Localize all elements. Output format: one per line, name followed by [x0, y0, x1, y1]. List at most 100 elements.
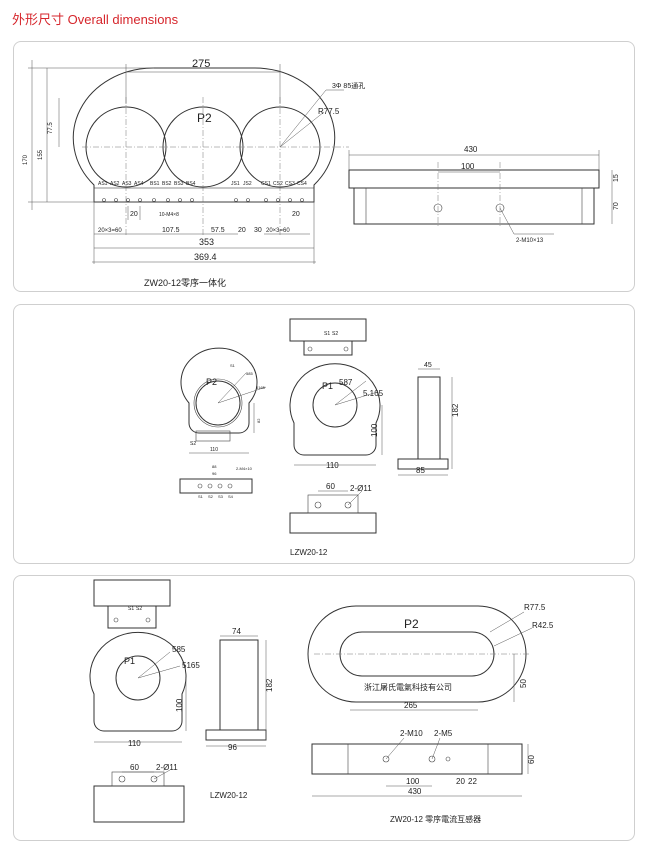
terminal-bs3: BS3 [174, 181, 184, 187]
terminal-strip [93, 187, 315, 203]
dim-353: 353 [199, 237, 214, 247]
bar-430: 430 [408, 787, 422, 796]
side-base [397, 458, 449, 470]
terminal-bs1: BS1 [150, 181, 160, 187]
caption-lzw20: LZW20-12 [290, 548, 328, 557]
dim-20x3-left: 20×3=60 [98, 228, 122, 234]
dim-20-c: 20 [292, 211, 300, 218]
hole-note: 3Φ 85通孔 [332, 81, 365, 90]
p3-p1-label: P1 [124, 656, 135, 666]
bar-body [311, 743, 523, 775]
side-view-body [353, 187, 595, 225]
small-s2: S2 [190, 441, 196, 447]
p3-side-74: 74 [232, 627, 241, 636]
p3-top-terminal-box [93, 579, 171, 607]
terminal-as1: AS1 [98, 181, 108, 187]
radius-r775: R77.5 [318, 107, 340, 116]
dim-575: 57.5 [211, 227, 225, 234]
top-s2: S2 [332, 331, 338, 337]
p1-body [289, 363, 381, 456]
side-upright [417, 376, 441, 460]
label-p2: P2 [197, 111, 212, 125]
small-s1: S1 [230, 363, 236, 368]
bar-m10: 2-M10 [400, 729, 423, 738]
base-holes: 2-Ø11 [350, 484, 372, 493]
dim-20x3-right: 20×3=60 [266, 228, 290, 234]
p1-5165: 5.165 [363, 389, 384, 398]
p3-base-plate [93, 785, 185, 823]
dim-30: 30 [254, 227, 262, 234]
company-name: 浙江屠氏電氣科技有公司 [364, 682, 452, 692]
top-s1: S1 [324, 331, 330, 337]
panel-lzw20: P2 S1 585 5165 S2 82 110 88 96 2-M4×10 S… [13, 304, 635, 564]
terminal-js2: JS2 [243, 181, 252, 187]
page-title: 外形尺寸 Overall dimensions [12, 12, 179, 27]
dim-170: 170 [23, 154, 29, 165]
p3-base-holes: 2-Ø11 [156, 763, 178, 772]
p3-side-182: 182 [265, 678, 274, 692]
side-dim-70: 70 [613, 202, 620, 210]
small-bottom-s1: S1 [198, 494, 204, 499]
p3-585: 585 [172, 645, 186, 654]
oval-body [307, 605, 527, 703]
oval-r775: R77.5 [524, 603, 546, 612]
terminal-bs2: BS2 [162, 181, 172, 187]
terminal-bs4: BS4 [186, 181, 196, 187]
small-bottom-m4: 2-M4×10 [236, 466, 253, 471]
bar-m5: 2-M5 [434, 729, 453, 738]
dim-20-a: 20 [130, 211, 138, 218]
drawing-zw20-zero-sequence: S1 S2 P1 585 5165 100 110 74 182 96 60 2… [89, 579, 554, 824]
side-45: 45 [424, 362, 432, 369]
dim-m4: 10-M4×8 [159, 212, 179, 218]
side-dim-430: 430 [464, 145, 478, 154]
base-60: 60 [326, 482, 335, 491]
small-82: 82 [256, 418, 261, 423]
p1-100: 100 [370, 423, 379, 437]
small-bottom-strip [179, 478, 253, 494]
small-585: 585 [246, 371, 253, 376]
p1-587: 587 [339, 378, 353, 387]
small-110: 110 [210, 447, 218, 453]
top-terminal-box [289, 318, 367, 342]
oval-r425: R42.5 [532, 621, 554, 630]
p3-top-s1: S1 [128, 606, 134, 612]
terminal-as3: AS3 [122, 181, 132, 187]
oval-window [339, 631, 495, 677]
small-bottom-s2: S2 [208, 494, 214, 499]
side-85: 85 [416, 466, 425, 475]
panel-zw20-zero-sequence: S1 S2 P1 585 5165 100 110 74 182 96 60 2… [13, 575, 635, 841]
oval-265: 265 [404, 701, 418, 710]
small-bottom-96: 96 [212, 471, 217, 476]
side-dim-15: 15 [613, 174, 620, 182]
oval-50: 50 [519, 679, 528, 688]
terminal-as4: AS4 [134, 181, 144, 187]
terminal-js1: JS1 [231, 181, 240, 187]
side-dim-m10: 2-M10×13 [516, 238, 544, 244]
terminal-as2: AS2 [110, 181, 120, 187]
bar-60: 60 [527, 755, 536, 764]
small-bottom-s4: S4 [228, 494, 234, 499]
small-p2: P2 [206, 377, 217, 387]
side-view-top [348, 169, 600, 189]
p1-label: P1 [322, 381, 333, 391]
bar-20: 20 [456, 777, 465, 786]
panel-zw20-integrated: AS1 AS2 AS3 AS4 BS1 BS2 BS3 BS4 JS1 JS2 … [13, 41, 635, 292]
small-body [180, 347, 258, 434]
dim-20-b: 20 [238, 227, 246, 234]
p3-side-base [205, 729, 267, 741]
caption-left: LZW20-12 [210, 791, 248, 800]
p3-top-s2: S2 [136, 606, 142, 612]
caption-right: ZW20-12 零序電流互感器 [390, 814, 481, 824]
drawing-lzw20: P2 S1 585 5165 S2 82 110 88 96 2-M4×10 S… [179, 318, 460, 557]
side-dim-100: 100 [461, 162, 475, 171]
dim-155: 155 [38, 149, 44, 160]
small-bottom-s3: S3 [218, 494, 224, 499]
p1-110: 110 [326, 461, 339, 470]
drawing-zw20-integrated: AS1 AS2 AS3 AS4 BS1 BS2 BS3 BS4 JS1 JS2 … [23, 58, 620, 288]
dim-775: 77.5 [48, 122, 54, 134]
caption-zw20-integrated: ZW20-12零序一体化 [144, 277, 226, 288]
side-182: 182 [451, 403, 460, 417]
terminal-cs4: CS4 [297, 181, 307, 187]
base-plate [289, 512, 377, 534]
terminal-cs3: CS3 [285, 181, 295, 187]
